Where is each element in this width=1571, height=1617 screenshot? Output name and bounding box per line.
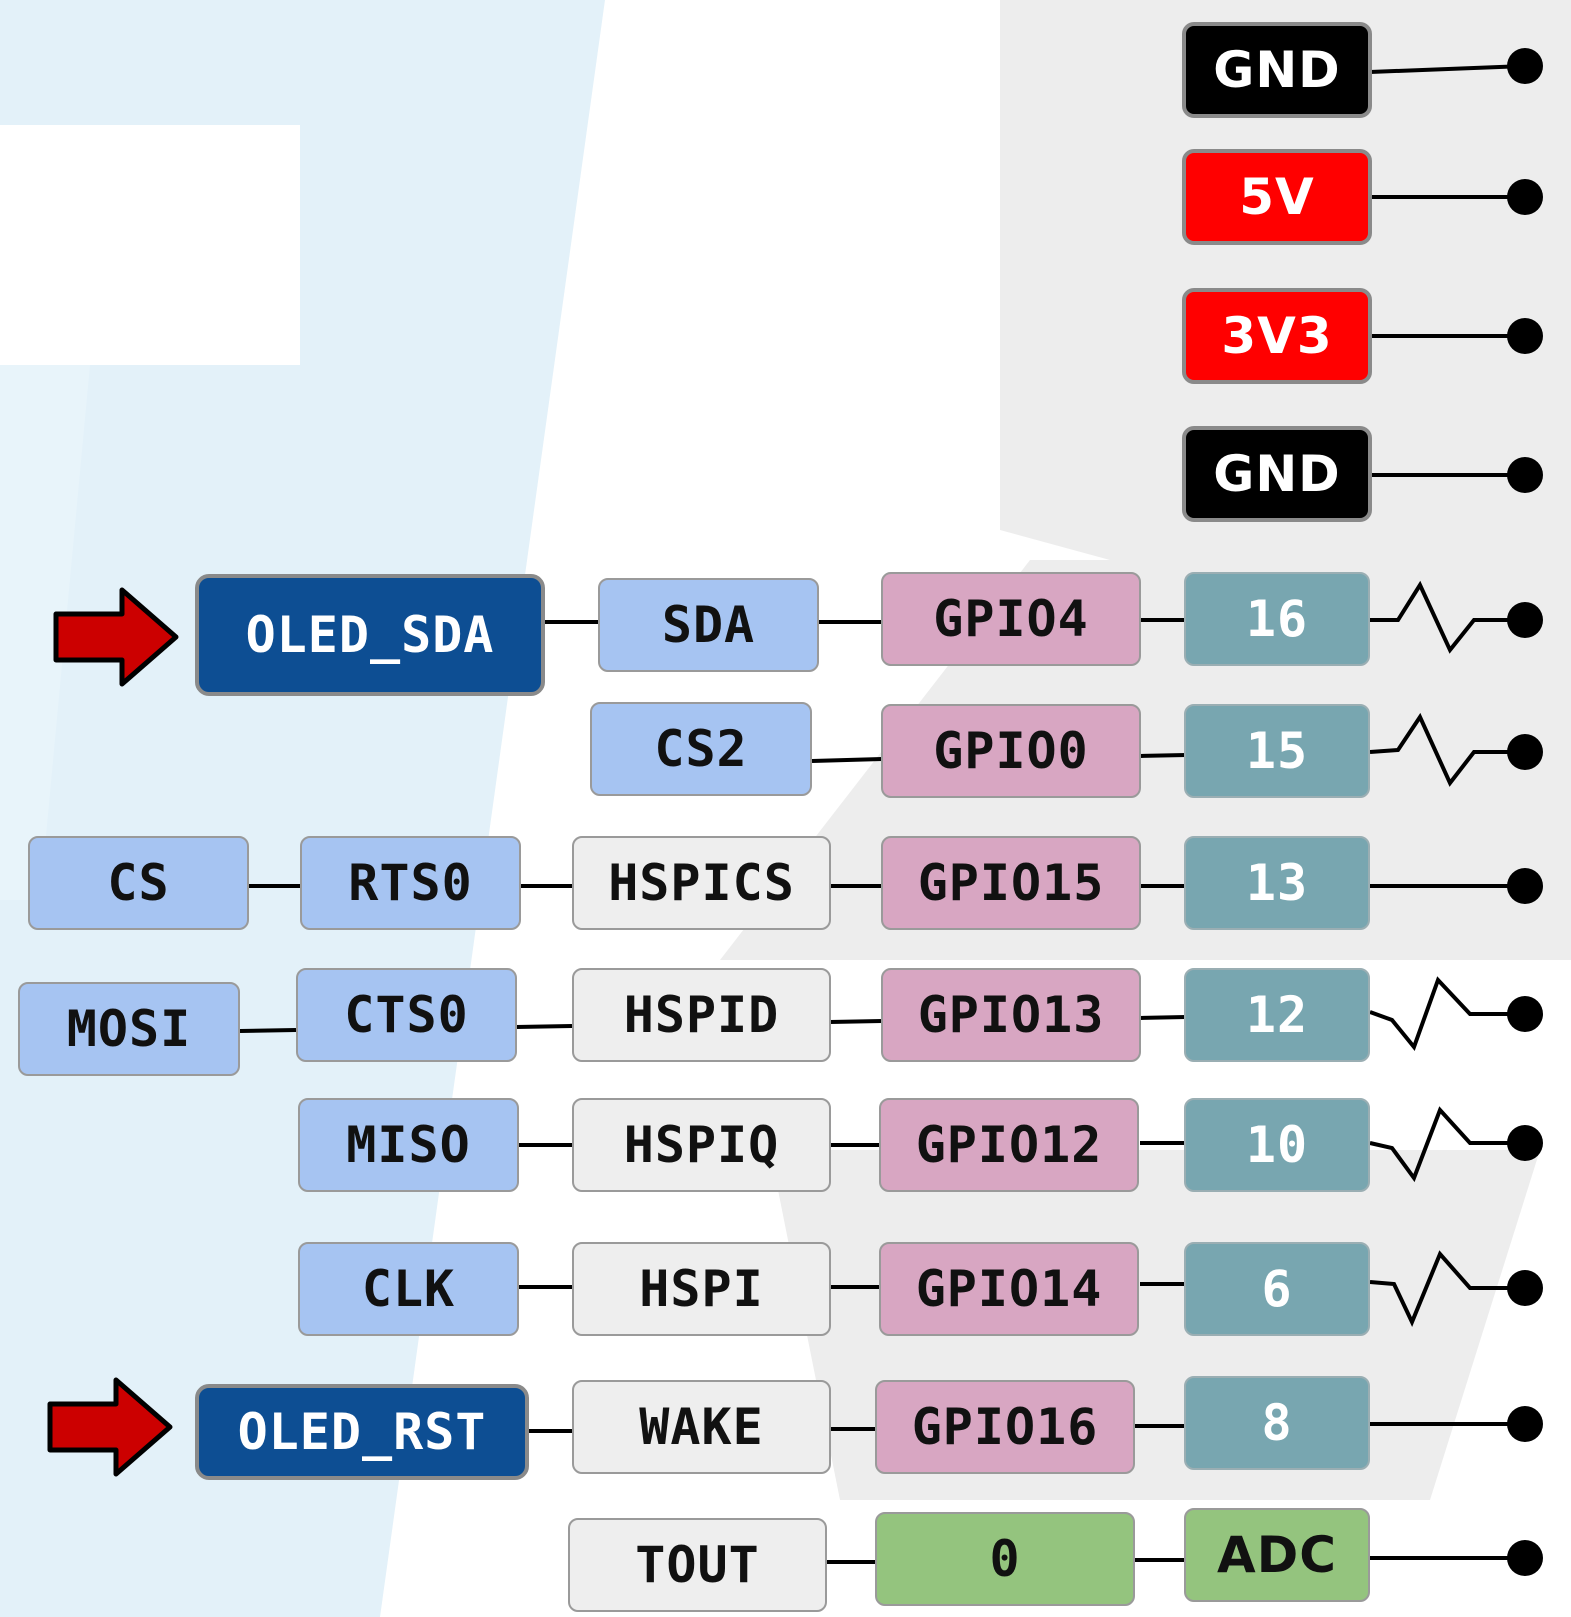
function-label: CS bbox=[28, 836, 249, 930]
connector-dot bbox=[1507, 179, 1543, 215]
oled-sda-label: OLED_SDA bbox=[195, 574, 545, 696]
hspi-label: HSPIQ bbox=[572, 1098, 831, 1192]
connector-dot bbox=[1507, 1125, 1543, 1161]
oled-rst-label: OLED_RST bbox=[195, 1384, 529, 1480]
pin-number: 16 bbox=[1184, 572, 1370, 666]
arrow-right-icon bbox=[53, 587, 179, 687]
gpio-label: GPIO13 bbox=[881, 968, 1141, 1062]
pin-3v3: 3V3 bbox=[1182, 288, 1372, 384]
pin-number: 15 bbox=[1184, 704, 1370, 798]
gpio-label: GPIO12 bbox=[879, 1098, 1139, 1192]
arrow-right-icon bbox=[47, 1377, 173, 1477]
pin-gnd-bottom: GND bbox=[1182, 426, 1372, 522]
gpio-label: GPIO4 bbox=[881, 572, 1141, 666]
function-label: CLK bbox=[298, 1242, 519, 1336]
adc-channel-label: 0 bbox=[875, 1512, 1135, 1606]
connector-dot bbox=[1507, 318, 1543, 354]
tout-label: TOUT bbox=[568, 1518, 827, 1612]
pin-number: 13 bbox=[1184, 836, 1370, 930]
hspi-label: WAKE bbox=[572, 1380, 831, 1474]
connector-dot bbox=[1507, 48, 1543, 84]
pin-number: 8 bbox=[1184, 1376, 1370, 1470]
hspi-label: HSPID bbox=[572, 968, 831, 1062]
hspi-label: HSPI bbox=[572, 1242, 831, 1336]
hspi-label: HSPICS bbox=[572, 836, 831, 930]
connector-dot bbox=[1507, 1406, 1543, 1442]
function-label: CS2 bbox=[590, 702, 812, 796]
pin-number: 6 bbox=[1184, 1242, 1370, 1336]
pin-number: 10 bbox=[1184, 1098, 1370, 1192]
function-label: MOSI bbox=[18, 982, 240, 1076]
connector-dot bbox=[1507, 1270, 1543, 1306]
connector-dot bbox=[1507, 602, 1543, 638]
connector-dot bbox=[1507, 1540, 1543, 1576]
adc-pin-label: ADC bbox=[1184, 1508, 1370, 1602]
connector-dot bbox=[1507, 734, 1543, 770]
connector-dot bbox=[1507, 996, 1543, 1032]
function-label: SDA bbox=[598, 578, 819, 672]
connector-dot bbox=[1507, 868, 1543, 904]
gpio-label: GPIO16 bbox=[875, 1380, 1135, 1474]
gpio-label: GPIO0 bbox=[881, 704, 1141, 798]
pin-gnd-top: GND bbox=[1182, 22, 1372, 118]
function-label: MISO bbox=[298, 1098, 519, 1192]
gpio-label: GPIO15 bbox=[881, 836, 1141, 930]
gpio-label: GPIO14 bbox=[879, 1242, 1139, 1336]
pin-number: 12 bbox=[1184, 968, 1370, 1062]
connector-dot bbox=[1507, 457, 1543, 493]
function-label: RTS0 bbox=[300, 836, 521, 930]
pin-5v: 5V bbox=[1182, 149, 1372, 245]
function-label: CTS0 bbox=[296, 968, 517, 1062]
